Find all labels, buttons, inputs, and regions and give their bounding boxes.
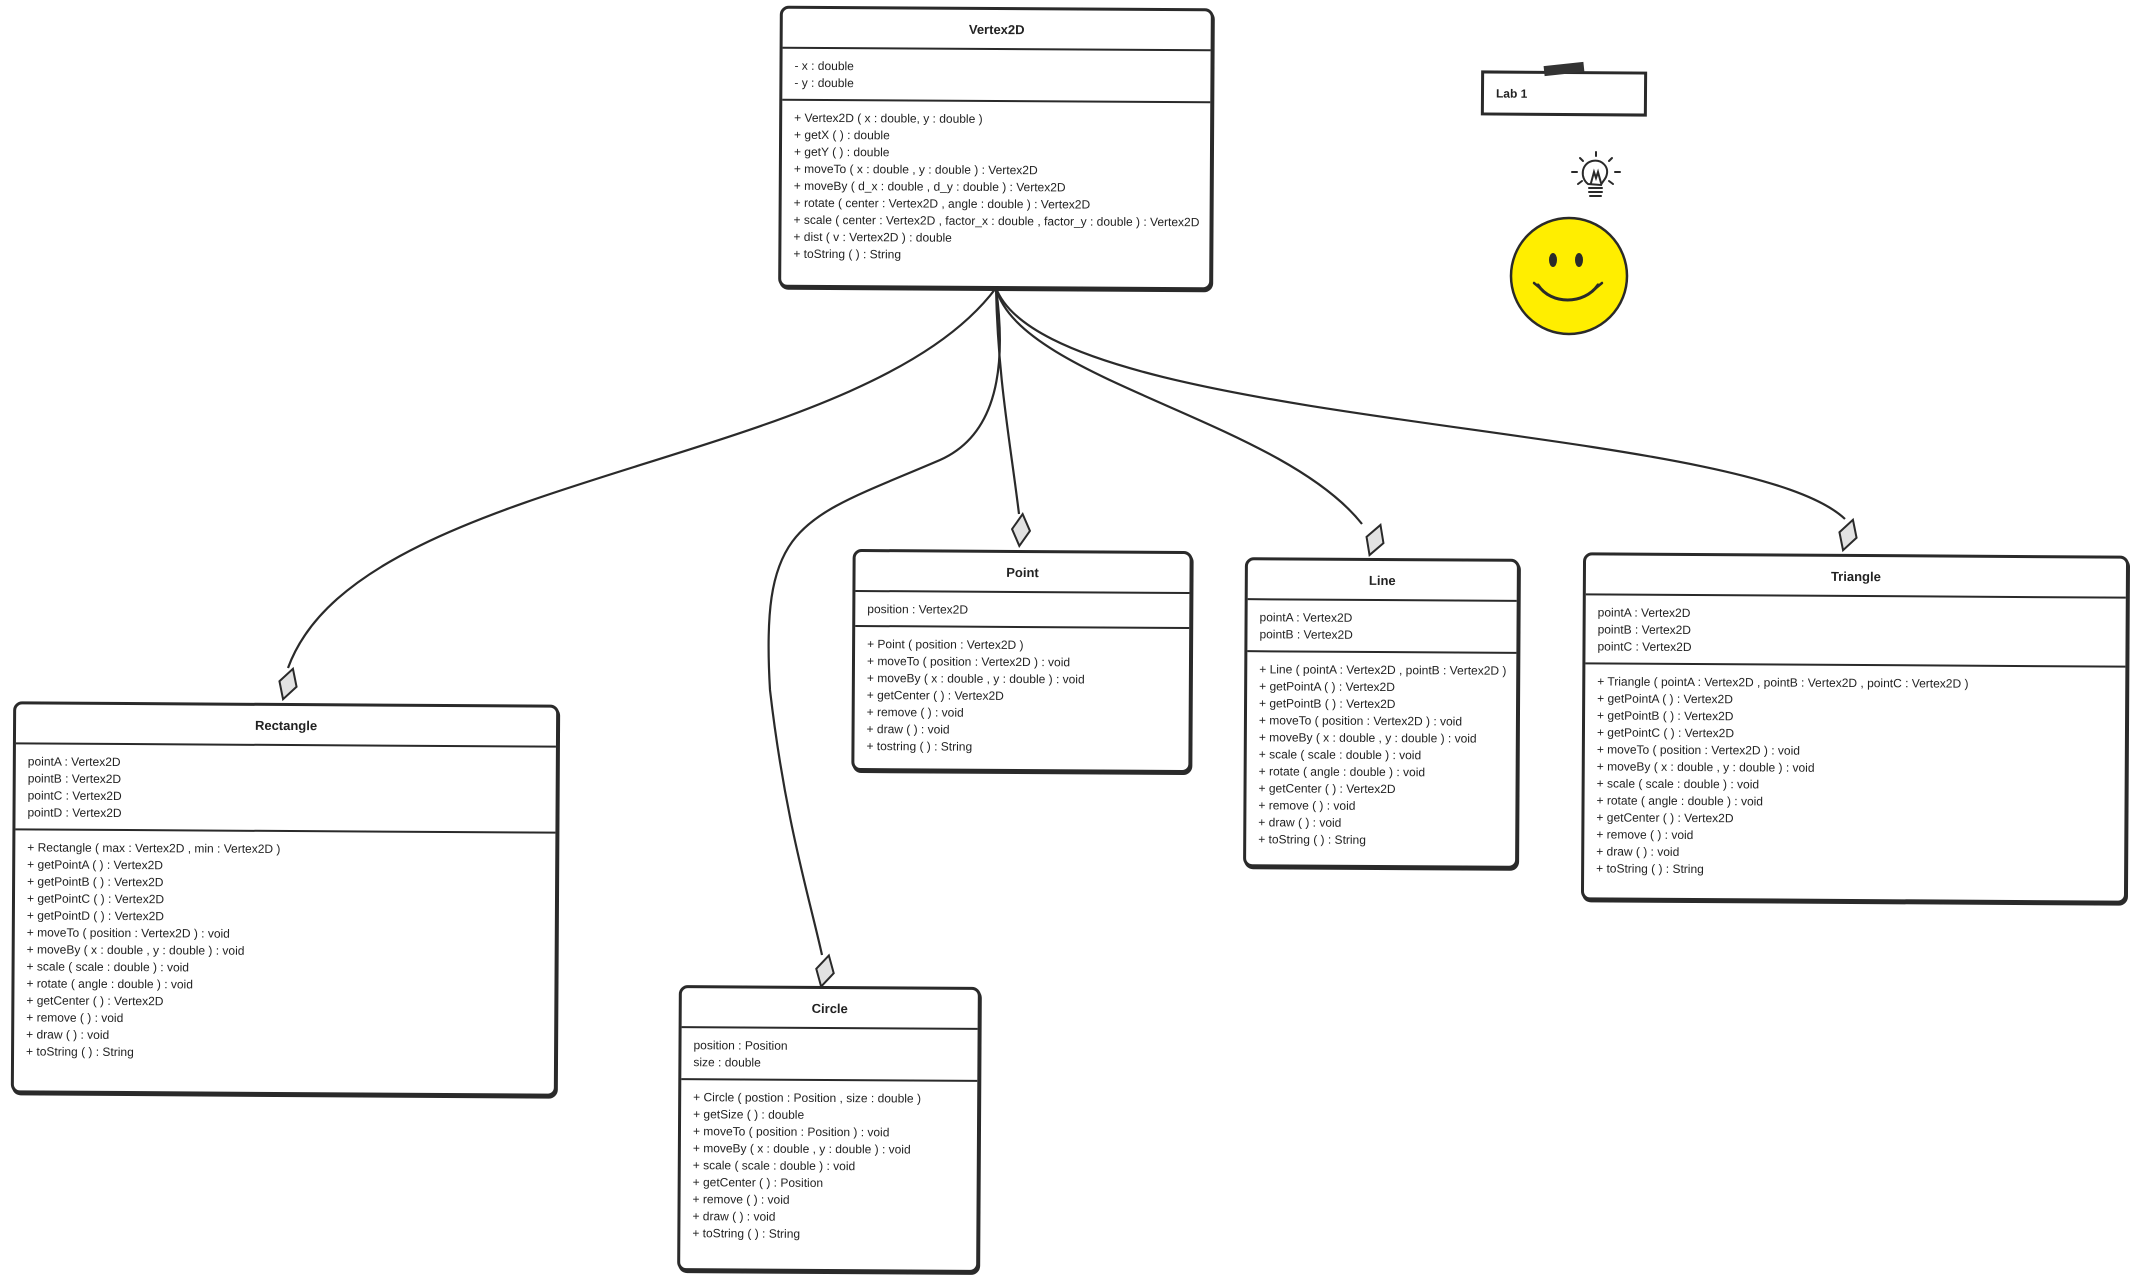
lightbulb-icon	[1571, 151, 1621, 197]
aggregation-diamond-point	[1010, 512, 1032, 548]
attribute: position : Position	[693, 1038, 788, 1053]
class-name: Line	[1247, 560, 1517, 602]
attributes-compartment: position : Vertex2D	[855, 591, 1190, 630]
operations-compartment: + Circle ( postion : Position , size : d…	[680, 1080, 977, 1252]
operation: + rotate ( angle : double ) : void	[1258, 764, 1426, 780]
class-circle[interactable]: Circle position : Position size : double…	[677, 985, 981, 1273]
operation: + moveTo ( position : Vertex2D ) : void	[1258, 713, 1463, 729]
operations-compartment: + Vertex2D ( x : double, y : double ) + …	[781, 101, 1210, 274]
class-vertex2d[interactable]: Vertex2D - x : double - y : double + Ver…	[778, 5, 1214, 291]
operation: + remove ( ) : void	[1258, 798, 1356, 813]
operation: + remove ( ) : void	[692, 1192, 790, 1207]
class-triangle[interactable]: Triangle pointA : Vertex2D pointB : Vert…	[1580, 552, 2130, 904]
smiley-right-eye	[1575, 253, 1583, 267]
operation: + toString ( ) : String	[26, 1044, 134, 1060]
attribute: position : Vertex2D	[867, 602, 969, 617]
operation: + toString ( ) : String	[793, 246, 902, 262]
operation: + moveTo ( position : Vertex2D ) : void	[866, 654, 1071, 670]
operation: + Line ( pointA : Vertex2D , pointB : Ve…	[1259, 662, 1507, 678]
operation: + scale ( scale : double ) : void	[1258, 747, 1422, 763]
attribute: pointD : Vertex2D	[27, 805, 122, 820]
operation: + getCenter ( ) : Vertex2D	[1258, 781, 1396, 797]
lab-note-label: Lab 1	[1495, 86, 1528, 101]
operation: + draw ( ) : void	[866, 722, 950, 737]
aggregation-diamond-line	[1365, 523, 1385, 557]
attribute: pointB : Vertex2D	[1259, 627, 1353, 642]
attributes-compartment: pointA : Vertex2D pointB : Vertex2D	[1247, 600, 1517, 654]
operation: + getPointA ( ) : Vertex2D	[1259, 679, 1395, 695]
operation: + Circle ( postion : Position , size : d…	[693, 1090, 922, 1106]
wire-rectangle	[286, 287, 997, 669]
attributes-compartment: - x : double - y : double	[782, 48, 1211, 104]
attribute: size : double	[693, 1055, 761, 1070]
lab-note[interactable]: Lab 1	[1480, 70, 1648, 117]
smiley-face	[1509, 216, 1629, 336]
class-point[interactable]: Point position : Vertex2D + Point ( posi…	[851, 548, 1193, 774]
smiley-mouth	[1536, 283, 1600, 302]
wire-point	[994, 287, 1021, 515]
attributes-compartment: pointA : Vertex2D pointB : Vertex2D poin…	[1585, 595, 2126, 668]
operations-compartment: + Point ( position : Vertex2D ) + moveTo…	[854, 627, 1189, 765]
operation: + draw ( ) : void	[1258, 815, 1342, 830]
operation: + moveBy ( x : double , y : double ) : v…	[1258, 730, 1477, 746]
operation: + toString ( ) : String	[1596, 861, 1704, 877]
attributes-compartment: position : Position size : double	[681, 1028, 978, 1082]
attribute: - y : double	[794, 75, 854, 91]
operations-compartment: + Triangle ( pointA : Vertex2D , pointB …	[1584, 664, 2125, 888]
attributes-compartment: pointA : Vertex2D pointB : Vertex2D poin…	[15, 744, 556, 834]
aggregation-diamond-circle	[815, 953, 835, 989]
attribute: pointA : Vertex2D	[1259, 610, 1353, 625]
aggregation-diamond-triangle	[1838, 517, 1858, 553]
class-rectangle[interactable]: Rectangle pointA : Vertex2D pointB : Ver…	[10, 701, 560, 1097]
smiley-left-eye	[1549, 253, 1557, 267]
attribute: pointC : Vertex2D	[1597, 639, 1692, 654]
operation: + toString ( ) : String	[1258, 832, 1366, 847]
operations-compartment: + Rectangle ( max : Vertex2D , min : Ver…	[14, 830, 555, 1071]
operation: + toString ( ) : String	[692, 1226, 801, 1241]
class-name: Triangle	[1585, 555, 2127, 599]
operation: + getSize ( ) : double	[693, 1107, 805, 1122]
class-name: Rectangle	[15, 704, 557, 748]
aggregation-diamond-rectangle	[278, 666, 298, 702]
class-name: Vertex2D	[782, 8, 1211, 52]
class-name: Circle	[681, 988, 978, 1030]
class-name: Point	[855, 551, 1190, 595]
wire-line	[994, 287, 1363, 525]
operation: + getPointB ( ) : Vertex2D	[1259, 696, 1396, 712]
operation: + Point ( position : Vertex2D )	[867, 637, 1024, 653]
operation: + remove ( ) : void	[866, 705, 964, 720]
operation: + scale ( scale : double ) : void	[692, 1158, 856, 1174]
operation: + draw ( ) : void	[692, 1209, 776, 1224]
operation: + moveTo ( position : Position ) : void	[692, 1124, 890, 1140]
operation: + getCenter ( ) : Position	[692, 1175, 824, 1190]
operations-compartment: + Line ( pointA : Vertex2D , pointB : Ve…	[1246, 652, 1516, 858]
operation: + moveBy ( x : double , y : double ) : v…	[866, 671, 1085, 687]
class-line[interactable]: Line pointA : Vertex2D pointB : Vertex2D…	[1243, 557, 1520, 869]
operation: + moveBy ( x : double , y : double ) : v…	[692, 1141, 911, 1157]
smiley-face-icon	[1509, 216, 1629, 336]
operation: + tostring ( ) : String	[866, 739, 973, 754]
wire-circle	[767, 287, 1001, 956]
wire-triangle	[994, 287, 1846, 520]
operation: + getCenter ( ) : Vertex2D	[866, 688, 1004, 703]
